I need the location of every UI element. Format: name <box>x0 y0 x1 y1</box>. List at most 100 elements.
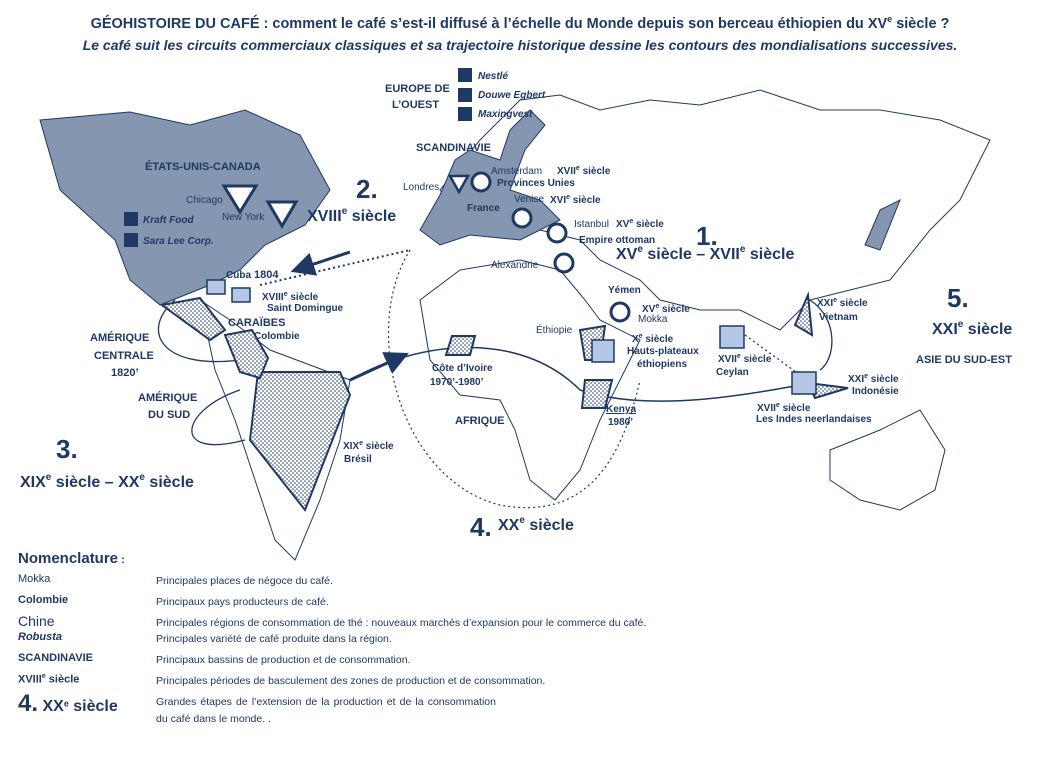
ceylan-period: XVIIe siècle <box>718 353 772 365</box>
arrow-xix <box>349 352 409 382</box>
stage-1-number: 1. <box>696 221 718 251</box>
legend-title: Nomenclature : <box>18 550 125 567</box>
douwe-egbert-square <box>458 88 472 102</box>
amerique-sud-label-2: DU SUD <box>148 409 190 421</box>
hauts-plateaux-label-1: Hauts-plateaux <box>627 346 699 357</box>
istanbul-circle <box>546 222 568 244</box>
new-york-label: New York <box>222 212 265 223</box>
stage-4-number: 4. <box>470 512 492 542</box>
legend-row: Robusta Principales variété de café prod… <box>18 631 758 652</box>
africa-shape <box>419 259 641 501</box>
alexandrie-circle <box>553 252 575 274</box>
stage-1-period: XVe siècle – XVIIe siècle <box>616 244 794 263</box>
legend-key: Robusta <box>18 631 62 643</box>
chicago-label: Chicago <box>186 195 223 206</box>
legend-key: XVIIIe siècle <box>18 673 80 686</box>
indonesie-label: Indonésie <box>852 386 899 397</box>
yemen-label: Yémen <box>608 285 641 296</box>
amsterdam-circle <box>470 171 492 193</box>
mokka-label: Mokka <box>638 314 668 325</box>
scandinavie-label: SCANDINAVIE <box>416 142 491 154</box>
europe-label-1: EUROPE DE <box>385 83 450 95</box>
legend-key: 4. XXe siècle <box>18 690 118 717</box>
kenya-zone <box>580 379 614 409</box>
asie-sud-est-label: ASIE DU SUD-EST <box>916 354 1012 366</box>
legend-row: 4. XXe siècle Grandes étapes de l’extens… <box>18 690 758 734</box>
stage-3-period: XIXe siècle – XXe siècle <box>20 472 194 491</box>
legend-desc: Principales régions de consommation de t… <box>156 617 647 629</box>
brand-nestle: Nestlé <box>478 71 508 82</box>
amerique-centrale-label-2: CENTRALE <box>94 350 154 362</box>
colombie-zone <box>223 328 270 380</box>
vietnam-label: Vietnam <box>819 312 858 323</box>
legend-row: XVIIIe siècle Principales périodes de ba… <box>18 673 758 694</box>
londres-triangle <box>447 174 471 195</box>
venise-circle <box>511 207 533 229</box>
legend-desc: Principales variété de café produite dan… <box>156 633 392 645</box>
cuba-label: Cuba <box>226 270 251 281</box>
legend-row: Colombie Principaux pays producteurs de … <box>18 594 758 615</box>
istanbul-period: XVe siècle <box>616 218 664 230</box>
north-america-shape <box>39 109 331 306</box>
brand-douwe-egbert: Douwe Egbert <box>478 90 546 101</box>
mokka-period: XVe siècle <box>642 303 690 315</box>
provinces-unies-label: Provinces Unies <box>497 178 575 189</box>
indes-square <box>791 371 817 395</box>
legend-row: Mokka Principales places de négoce du ca… <box>18 573 758 594</box>
stage-2-number: 2. <box>356 174 378 204</box>
australia-shape <box>829 409 946 511</box>
year-1820: 1820’ <box>111 367 139 379</box>
route-ceylan <box>744 334 801 376</box>
bresil-zone <box>248 371 352 512</box>
south-america-shape <box>199 298 351 561</box>
kenya-label: Kenya <box>606 404 636 415</box>
legend-desc: Principales périodes de basculement des … <box>156 675 546 687</box>
saint-domingue-label: Saint Domingue <box>267 303 344 314</box>
legend: Nomenclature : Mokka Principales places … <box>18 550 758 734</box>
amerique-sud-label-1: AMÉRIQUE <box>138 391 197 404</box>
cuba-square <box>206 279 226 295</box>
year-1980: 1980’ <box>608 417 633 428</box>
stage-5-number: 5. <box>947 283 969 313</box>
caraibes-label: CARAÏBES <box>228 316 285 329</box>
ceylan-label: Ceylan <box>716 367 749 378</box>
vietnam-zone <box>793 291 814 337</box>
cote-ivoire-label: Côte d’Ivoire <box>432 363 493 374</box>
route-xviii <box>259 249 411 286</box>
route-atlantic <box>349 346 801 402</box>
amsterdam-period: XVIIe siècle <box>557 165 611 177</box>
amerique-centrale-label-1: AMÉRIQUE <box>90 331 149 344</box>
stage-4-period: XXe siècle <box>498 515 574 534</box>
stage-3-number: 3. <box>56 434 78 464</box>
route-americas-loop <box>157 299 246 446</box>
europe-label-2: L’OUEST <box>392 99 439 111</box>
mokka-circle <box>609 301 631 323</box>
venise-period: XVIe siècle <box>550 194 601 206</box>
legend-row: SCANDINAVIE Principaux bassins de produc… <box>18 652 758 673</box>
venise-label: Venise <box>514 194 544 205</box>
amsterdam-label: Amsterdam <box>491 166 542 177</box>
arrow-xviii <box>290 250 351 276</box>
legend-desc: Principaux bassins de production et de c… <box>156 654 411 666</box>
route-xx-loop <box>388 249 641 509</box>
legend-row: Chine Principales régions de consommatio… <box>18 613 758 631</box>
ethiopie-label: Éthiopie <box>536 323 573 336</box>
year-1804: 1804 <box>254 269 279 281</box>
legend-key: SCANDINAVIE <box>18 652 93 664</box>
bresil-label: Brésil <box>344 454 372 465</box>
istanbul-label: Istanbul <box>574 219 609 230</box>
sara-lee-square <box>124 233 138 247</box>
colombie-label: Colombie <box>254 331 300 342</box>
map-title: GÉOHISTOIRE DU CAFÉ : comment le café s’… <box>90 14 950 32</box>
ethiopie-period: Xe siècle <box>632 333 674 345</box>
bresil-period: XIXe siècle <box>343 440 394 452</box>
stage-5-period: XXIe siècle <box>932 319 1012 338</box>
legend-key: Mokka <box>18 573 51 585</box>
amerique-centrale-zone <box>159 296 227 342</box>
saint-domingue-period: XVIIIe siècle <box>262 291 319 303</box>
legend-key: Colombie <box>18 594 69 606</box>
vietnam-period: XXIe siècle <box>817 297 868 309</box>
legend-desc: Grandes étapes de l’extension de la prod… <box>156 696 496 725</box>
hauts-plateaux-square <box>591 339 615 363</box>
